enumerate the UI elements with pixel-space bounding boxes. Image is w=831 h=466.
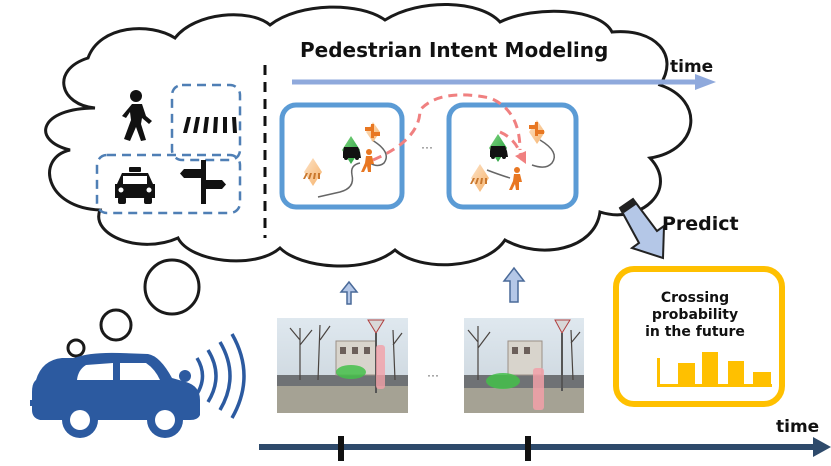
- taxi-group-box: [95, 153, 242, 215]
- video-frame-1: [277, 318, 408, 413]
- predict-arrow: [618, 197, 666, 260]
- diagram-title: Pedestrian Intent Modeling: [300, 38, 609, 62]
- thought-bubbles: [66, 258, 201, 358]
- frame-ellipsis: ···: [427, 368, 439, 382]
- up-arrow-2: [502, 266, 526, 303]
- predict-label: Predict: [662, 213, 739, 235]
- graph-ellipsis: ···: [421, 140, 433, 154]
- signal-waves-icon: [179, 333, 246, 419]
- video-frame-2: [464, 318, 584, 413]
- intent-arc-arrowhead: [515, 151, 526, 164]
- output-label: Crossing probability in the future: [630, 290, 760, 341]
- top-time-arrow: [292, 74, 716, 90]
- intent-graph-2: [446, 102, 579, 210]
- probability-bars: [657, 352, 772, 387]
- top-time-label: time: [670, 57, 714, 77]
- pedestrian-icon: [122, 90, 152, 141]
- output-label-line-2: probability: [651, 307, 739, 323]
- output-label-line-1: Crossing: [660, 290, 730, 306]
- taxi-icon: [115, 167, 155, 204]
- intent-graph-1: [279, 102, 405, 210]
- car-icon: [30, 352, 200, 438]
- traffic-sign-icon: [180, 160, 226, 204]
- output-label-line-3: in the future: [645, 324, 745, 340]
- up-arrow-1: [339, 280, 359, 305]
- crosswalk-icon: [183, 117, 237, 133]
- bottom-time-label: time: [776, 417, 820, 437]
- bottom-time-arrow: [259, 436, 831, 461]
